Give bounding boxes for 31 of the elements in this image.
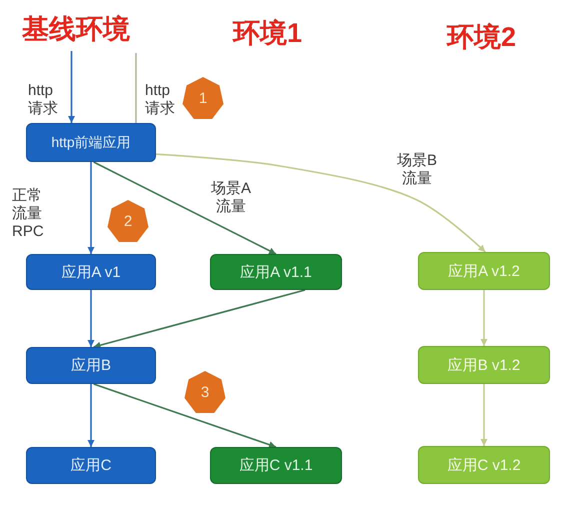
step-marker: 2 xyxy=(107,200,149,242)
arrow xyxy=(156,153,486,253)
column-heading: 环境1 xyxy=(233,18,302,48)
service-box: 应用A v1 xyxy=(26,254,156,290)
step-marker: 3 xyxy=(184,371,226,413)
arrow xyxy=(93,383,276,448)
column-heading: 基线环境 xyxy=(22,14,130,44)
service-box: 应用B xyxy=(26,347,156,384)
edge-label: 场景A流量 xyxy=(210,180,252,216)
connector-line xyxy=(135,53,137,123)
service-box: 应用C v1.2 xyxy=(418,446,550,484)
service-box: 应用A v1.1 xyxy=(210,254,342,290)
arrow xyxy=(480,384,488,446)
arrow xyxy=(88,290,94,347)
arrow xyxy=(88,162,94,254)
edge-label: 正常流量RPC xyxy=(12,187,45,241)
arrow xyxy=(88,384,94,447)
step-marker: 1 xyxy=(182,77,224,119)
service-box: 应用C xyxy=(26,447,156,484)
edge-label: http请求 xyxy=(145,82,176,118)
arrow xyxy=(93,289,306,349)
edge-label: 场景B流量 xyxy=(396,152,438,188)
service-box: 应用C v1.1 xyxy=(210,447,342,484)
service-box: http前端应用 xyxy=(26,123,156,162)
edge-label: http请求 xyxy=(28,82,59,118)
service-box: 应用B v1.2 xyxy=(418,346,550,384)
column-heading: 环境2 xyxy=(447,22,516,52)
service-box: 应用A v1.2 xyxy=(418,252,550,290)
arrow xyxy=(68,51,75,123)
arrow xyxy=(480,290,488,346)
arrow xyxy=(93,161,276,255)
